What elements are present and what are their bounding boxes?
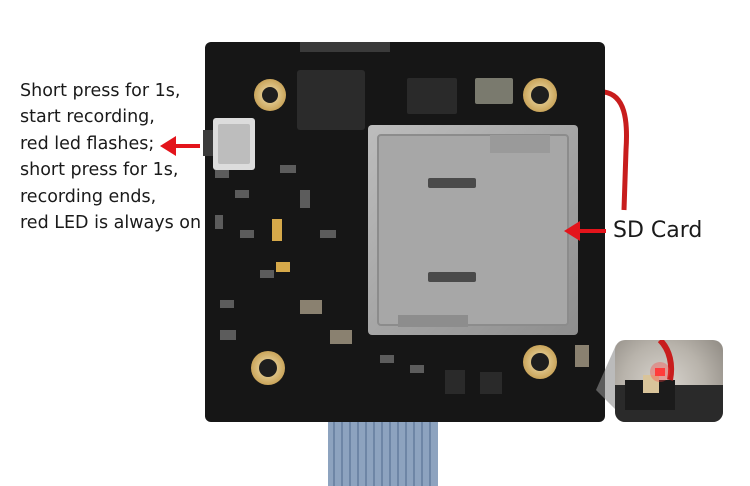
- red-wire: [603, 89, 629, 211]
- chips: [297, 42, 513, 130]
- caption-line: short press for 1s,: [20, 160, 179, 181]
- button-instructions: Short press for 1s, start recording, red…: [20, 78, 210, 236]
- arrow-to-sd-card: [564, 221, 606, 241]
- caption-line: start recording,: [20, 107, 155, 128]
- sd-card-slot: [368, 125, 578, 335]
- caption-line: red LED is always on: [20, 213, 202, 234]
- caption-line: recording ends,: [20, 186, 157, 207]
- led-closeup-inset: [615, 340, 723, 422]
- ribbon-cable: [328, 418, 438, 486]
- arrow-to-button: [160, 136, 200, 156]
- inset-pointer: [596, 345, 616, 410]
- caption-line: Short press for 1s,: [20, 81, 181, 101]
- mounting-holes: [251, 78, 557, 385]
- sd-card-label: SD Card: [613, 218, 703, 243]
- caption-line: red led flashes;: [20, 133, 155, 154]
- push-button: [203, 118, 255, 170]
